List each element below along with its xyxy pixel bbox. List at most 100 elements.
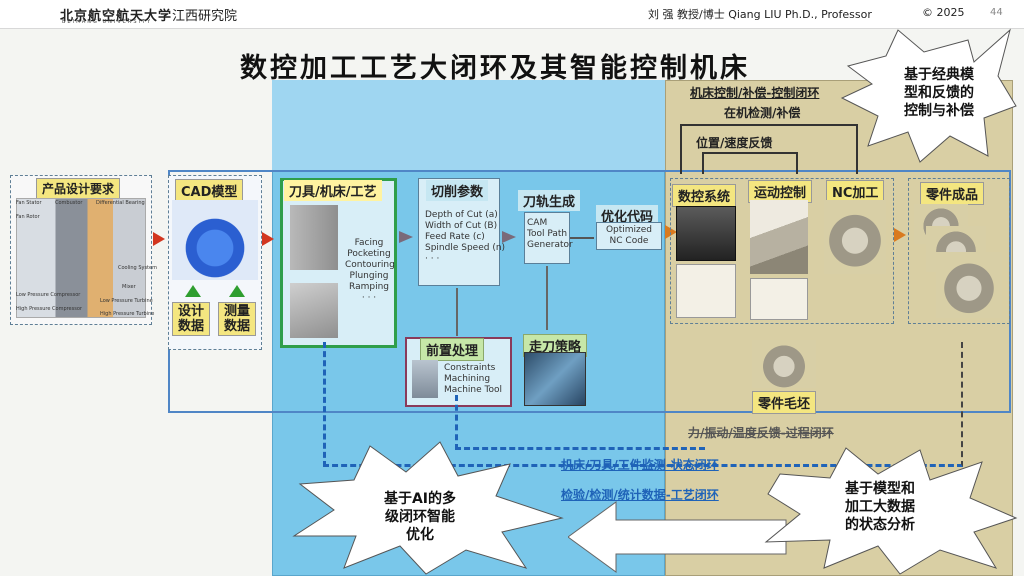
toolpath-strategy-link [546, 266, 548, 330]
author-line: 刘 强 教授/博士 Qiang LIU Ph.D., Professor [648, 8, 872, 21]
optimize-line: Optimized [605, 225, 653, 235]
cut-param: Depth of Cut (a) [425, 210, 498, 220]
engine-label-5: Mixer [122, 284, 136, 290]
arrow-to-finished [894, 228, 906, 242]
arrow-to-toolpath [502, 231, 516, 243]
tool-image-2 [290, 283, 338, 338]
classic-callout: 基于经典模 型和反馈的 控制与补偿 [904, 67, 974, 119]
state-loop-label: 机床/刀具/工件监测-状态闭环 [561, 458, 719, 472]
engine-label-8: Low Pressure Turbine [100, 298, 153, 304]
ai-callout-burst [292, 441, 564, 575]
state-loop-path [323, 342, 963, 467]
slide-title: 数控加工工艺大闭环及其智能控制机床 [240, 53, 750, 84]
header-bar [0, 0, 1024, 29]
motion-control-label: 运动控制 [748, 180, 813, 203]
engine-label-7: High Pressure Compressor [16, 306, 82, 312]
inmachine-label: 在机检测/补偿 [724, 106, 801, 120]
process-item: · · · [361, 293, 377, 303]
arrow-to-cut [399, 231, 413, 243]
process-item: Pocketing [347, 249, 391, 259]
pre-item: Constraints [444, 363, 496, 373]
arrow-to-cad [153, 232, 165, 246]
toolpath-line: CAM [527, 218, 548, 228]
copyright: © 2025 [922, 6, 965, 19]
process-item: Contouring [345, 260, 395, 270]
optimize-label: 优化代码 [596, 205, 659, 226]
finished-label: 零件成品 [920, 182, 985, 205]
cut-label: 切削参数 [426, 180, 489, 201]
blank-part-image [752, 340, 816, 388]
model-callout-burst [764, 447, 1018, 575]
nc-machining-label: NC加工 [826, 180, 885, 203]
feedback-bar [702, 152, 798, 154]
nc-controller-image [676, 206, 736, 261]
toolpath-to-optimize-line [570, 237, 594, 239]
toolpath-label: 刀轨生成 [518, 190, 581, 211]
cut-pre-link [456, 288, 458, 336]
page-number: 44 [990, 7, 1003, 18]
nc-system-label: 数控系统 [672, 184, 737, 207]
force-loop-label: 力/振动/温度反馈-过程闭环 [688, 426, 834, 440]
model-callout: 基于模型和 加工大数据 的状态分析 [845, 481, 915, 533]
optimize-box [596, 222, 662, 250]
toolpath-line: Generator [527, 240, 573, 250]
engine-label-0: Fan Stator [16, 200, 42, 206]
nc-machining-image [824, 200, 886, 274]
engine-image [16, 198, 146, 318]
control-loop-bar [680, 124, 858, 126]
control-drop-2 [856, 124, 858, 174]
toolpath-box [524, 212, 570, 264]
process-loop-path [455, 395, 705, 450]
process-item: Facing [354, 238, 384, 248]
control-loop-title: 机床控制/补偿-控制闭环 [690, 86, 820, 100]
arrow-to-tool [262, 232, 274, 246]
engine-label-2: Combustor [55, 200, 83, 206]
ai-callout: 基于AI的多 级闭环智能 优化 [383, 491, 457, 543]
university-logo-sub: BEIHANG UNIVERSITY [62, 19, 153, 25]
feedback-drop-1 [702, 152, 704, 174]
pre-items: Constraints Machining Machine Tool [444, 363, 502, 396]
feedback-arrow-icon [568, 501, 787, 573]
motion-chart-image [750, 278, 808, 320]
measure-arrow-icon [229, 285, 245, 297]
optimize-text: Optimized NC Code [602, 225, 656, 247]
arrow-to-nc [665, 225, 677, 239]
pre-item: Machining [444, 374, 491, 384]
process-item: Plunging [349, 271, 389, 281]
engine-label-1: Fan Rotor [16, 214, 40, 220]
toolpath-line: Tool Path [527, 229, 568, 239]
institute-name: 江西研究院 [172, 9, 238, 24]
finished-panel [908, 178, 1010, 324]
optimize-line: NC Code [609, 236, 649, 246]
engine-label-4: Cooling System [118, 265, 157, 271]
cut-param-list: Depth of Cut (a) Width of Cut (B) Feed R… [425, 210, 505, 265]
blank-label: 零件毛坯 [752, 391, 817, 414]
machine-image [750, 200, 808, 274]
engine-label-3: Differential Bearing [96, 200, 145, 206]
cad-label: CAD模型 [175, 179, 244, 202]
design-arrow-icon [185, 285, 201, 297]
process-item: Ramping [349, 282, 389, 292]
feedback-label: 位置/速度反馈 [696, 136, 773, 150]
university-logo: 北京航空航天大学 [60, 9, 173, 24]
strategy-image [524, 352, 586, 406]
product-design-label: 产品设计要求 [36, 178, 121, 199]
process-list: Facing Pocketing Contouring Plunging Ram… [345, 238, 395, 304]
cut-param: · · · [425, 254, 440, 264]
feedback-drop-2 [796, 152, 798, 174]
pre-image [412, 360, 438, 398]
toolpath-text: CAM Tool Path Generator [527, 218, 573, 251]
design-data-label: 设计 数据 [172, 302, 211, 336]
engine-label-9: High Pressure Turbine [100, 311, 155, 317]
impeller-cad-image [172, 200, 258, 280]
engine-label-6: Low Pressure Compressor [16, 292, 81, 298]
control-drop-1 [680, 124, 682, 174]
finished-part-3 [936, 252, 1002, 318]
cut-param: Feed Rate (c) [425, 232, 485, 242]
pre-label: 前置处理 [420, 338, 485, 361]
nc-chart-image [676, 264, 736, 318]
pre-item: Machine Tool [444, 385, 503, 395]
process-loop-label: 检验/检测/统计数据-工艺闭环 [561, 488, 719, 502]
machine-process-panel [670, 178, 894, 324]
classic-callout-burst [840, 28, 1017, 163]
